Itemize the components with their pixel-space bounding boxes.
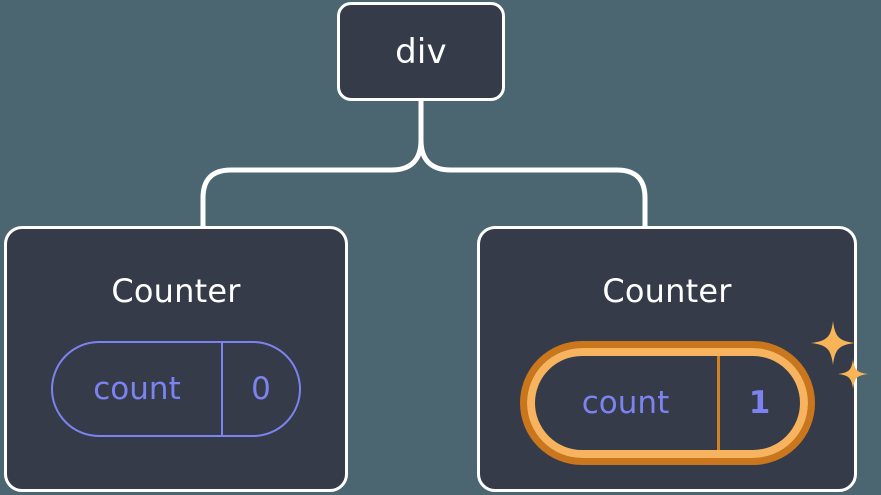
- state-pill-right[interactable]: count 1: [526, 348, 808, 458]
- state-key-right: count: [581, 384, 670, 421]
- node-counter-right[interactable]: Counter count 1: [477, 226, 868, 492]
- sparkle-icons-group: [810, 321, 868, 389]
- state-pill-left-wrap: count 0: [51, 341, 301, 437]
- sparkle-large-icon: [810, 321, 855, 365]
- node-counter-left-label: Counter: [111, 272, 241, 310]
- node-root-label: div: [395, 31, 447, 72]
- state-value-right: 1: [716, 356, 800, 450]
- state-pill-right-highlight-ring: count 1: [519, 341, 815, 465]
- state-value-left: 0: [221, 343, 299, 435]
- node-counter-left[interactable]: Counter count 0: [4, 226, 348, 492]
- state-pill-right-wrap: count 1: [519, 321, 868, 465]
- state-key-left: count: [93, 370, 181, 407]
- state-pill-left[interactable]: count 0: [51, 341, 301, 437]
- node-root-div[interactable]: div: [337, 2, 505, 101]
- node-counter-right-label: Counter: [602, 272, 732, 310]
- sparkle-small-icon: [837, 359, 868, 389]
